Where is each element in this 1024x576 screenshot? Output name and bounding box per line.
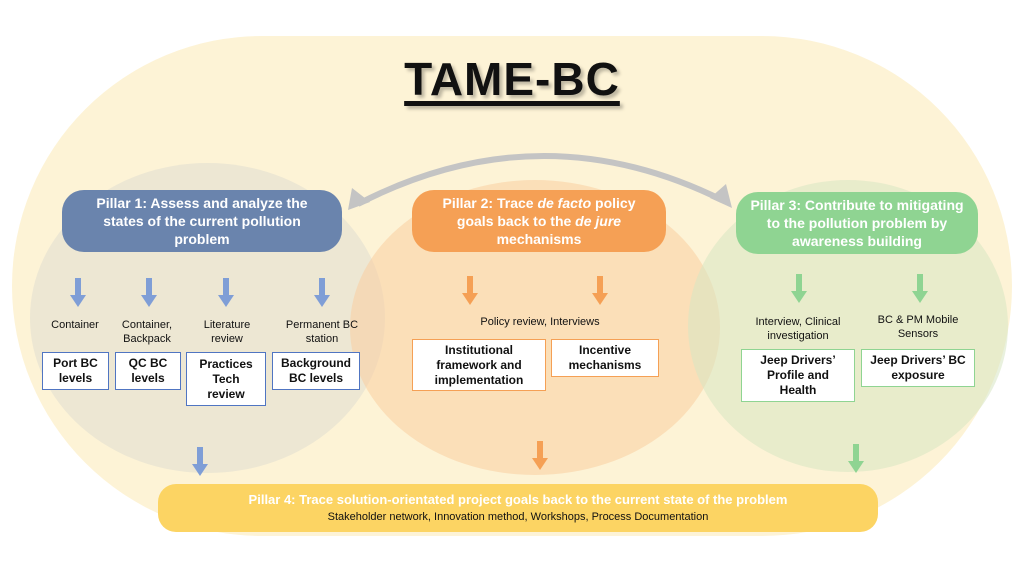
p2-output-2: Incentive mechanisms [551,339,659,377]
down-arrow-p1-2 [141,278,157,307]
curved-double-arrow [348,153,732,210]
p1-output-3: Practices Tech review [186,352,266,406]
down-arrow-to-p4-green [848,444,864,473]
pillar4-banner: Pillar 4: Trace solution-orientated proj… [158,484,878,532]
pillar3-header: Pillar 3: Contribute to mitigating to th… [736,192,978,254]
down-arrow-p1-3 [218,278,234,307]
pillar4-methods: Stakeholder network, Innovation method, … [327,511,709,523]
pillar4-label: Pillar 4: Trace solution-orientated proj… [248,492,788,507]
down-arrow-p2-1 [462,276,478,305]
pillar3-label: Pillar 3: Contribute to mitigating to th… [750,197,964,249]
p3-method-1: Interview, Clinical investigation [755,316,841,342]
down-arrow-p1-1 [70,278,86,307]
p2-output-1: Institutional framework and implementati… [412,339,546,391]
down-arrow-p2-2 [592,276,608,305]
pillar2-label: Pillar 2: Trace de facto policy goals ba… [442,195,636,247]
p1-method-1: Container [51,319,99,331]
down-arrow-p3-1 [791,274,807,303]
diagram-title: TAME-BC [404,53,620,105]
p1-method-2: Container, Backpack [121,319,173,345]
p3-output-2: Jeep Drivers’ BC exposure [861,349,975,387]
pillar2-header: Pillar 2: Trace de facto policy goals ba… [412,190,666,252]
p1-output-4: Background BC levels [272,352,360,390]
pillar1-label: Pillar 1: Assess and analyze the states … [96,195,308,247]
down-arrow-p3-2 [912,274,928,303]
down-arrow-p1-4 [314,278,330,307]
pillar1-header: Pillar 1: Assess and analyze the states … [62,190,342,252]
p1-output-1: Port BC levels [42,352,109,390]
p1-method-3: Literature review [203,319,251,345]
p1-method-4: Permanent BC station [285,319,359,345]
p1-output-2: QC BC levels [115,352,181,390]
down-arrow-to-p4-blue [192,447,208,476]
p3-method-2: BC & PM Mobile Sensors [877,314,959,340]
down-arrow-to-p4-orange [532,441,548,470]
p3-output-1: Jeep Drivers’ Profile and Health [741,349,855,402]
p2-method: Policy review, Interviews [480,316,600,328]
